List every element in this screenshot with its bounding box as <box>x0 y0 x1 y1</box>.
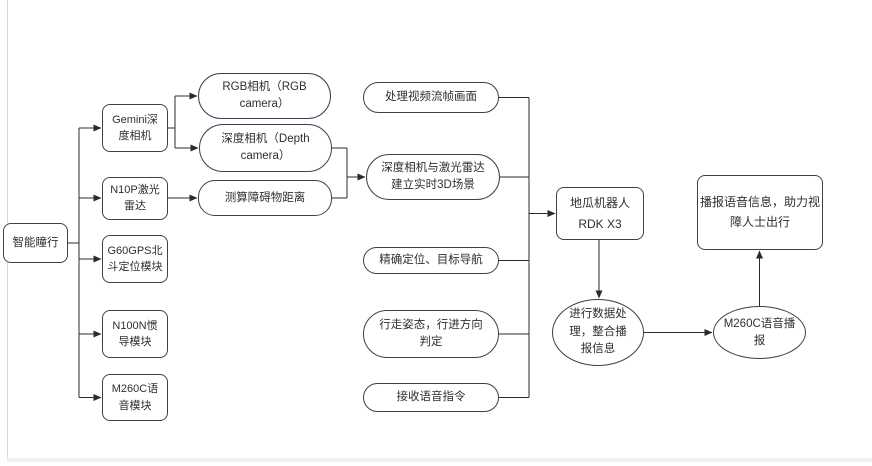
node-build-realtime-3d-scene: 深度相机与激光雷达 建立实时3D场景 <box>366 154 500 200</box>
node-module-g60-gps-beidou: G60GPS北 斗定位模块 <box>102 235 168 283</box>
node-rgb-camera: RGB相机（RGB camera） <box>198 73 331 119</box>
node-rdk-x3-processor: 地瓜机器人 RDK X3 <box>556 187 644 240</box>
node-process-video-frames: 处理视频流帧画面 <box>363 82 499 113</box>
node-module-gemini-depth-camera: Gemini深 度相机 <box>102 104 168 152</box>
node-module-n100n-imu: N100N惯 导模块 <box>102 310 168 358</box>
node-receive-voice-commands: 接收语音指令 <box>363 383 499 412</box>
node-precise-positioning-navigation: 精确定位、目标导航 <box>363 247 499 274</box>
node-module-n10p-lidar: N10P激光 雷达 <box>102 176 168 220</box>
node-outcome-assist-visually-impaired: 播报语音信息，助力视 障人士出行 <box>697 175 823 250</box>
node-data-processing: 进行数据处 理，整合播 报信息 <box>552 299 644 366</box>
node-walking-posture-direction: 行走姿态，行进方向 判定 <box>363 310 499 358</box>
node-module-m260c-voice: M260C语 音模块 <box>102 374 168 421</box>
node-measure-obstacle-distance: 测算障碍物距离 <box>198 180 332 216</box>
node-m260c-voice-broadcast: M260C语音播 报 <box>713 306 806 359</box>
node-smart-travel-root: 智能瞳行 <box>3 223 68 263</box>
node-depth-camera: 深度相机（Depth camera） <box>199 124 332 172</box>
